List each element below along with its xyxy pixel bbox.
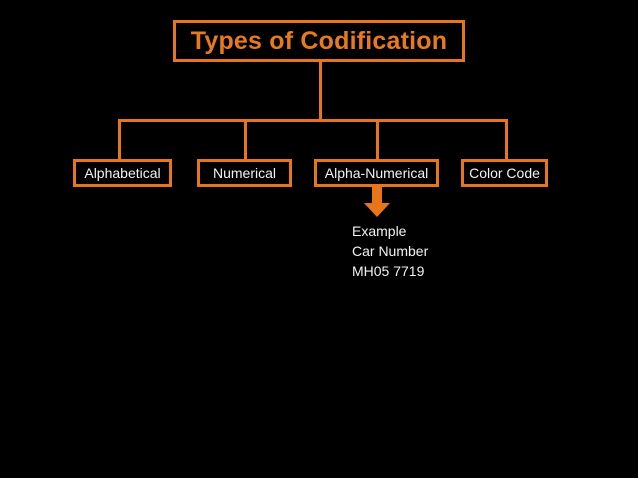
page-title: Types of Codification bbox=[190, 26, 448, 55]
example-annotation: Example Car Number MH05 7719 bbox=[352, 221, 428, 281]
node-color-code: Color Code bbox=[461, 159, 548, 187]
down-arrow-head-icon bbox=[364, 203, 390, 217]
connector-drop-alphabetical bbox=[118, 119, 121, 160]
connector-drop-color-code bbox=[505, 119, 508, 160]
connector-drop-alpha-numerical bbox=[376, 119, 379, 160]
connector-drop-numerical bbox=[244, 119, 247, 160]
connector-horizontal-bus bbox=[118, 119, 508, 122]
down-arrow-icon bbox=[372, 187, 382, 206]
connector-stem bbox=[319, 62, 322, 121]
example-line-1: Example bbox=[352, 223, 407, 239]
example-line-3: MH05 7719 bbox=[352, 263, 425, 279]
node-numerical-label: Numerical bbox=[212, 165, 276, 181]
node-alpha-numerical-label: Alpha-Numerical bbox=[324, 165, 429, 181]
root-node: Types of Codification bbox=[173, 20, 465, 62]
example-line-2: Car Number bbox=[352, 243, 429, 259]
node-alphabetical-label: Alphabetical bbox=[84, 165, 161, 181]
node-color-code-label: Color Code bbox=[469, 165, 540, 181]
node-alpha-numerical: Alpha-Numerical bbox=[314, 159, 439, 187]
node-alphabetical: Alphabetical bbox=[73, 159, 172, 187]
node-numerical: Numerical bbox=[197, 159, 292, 187]
